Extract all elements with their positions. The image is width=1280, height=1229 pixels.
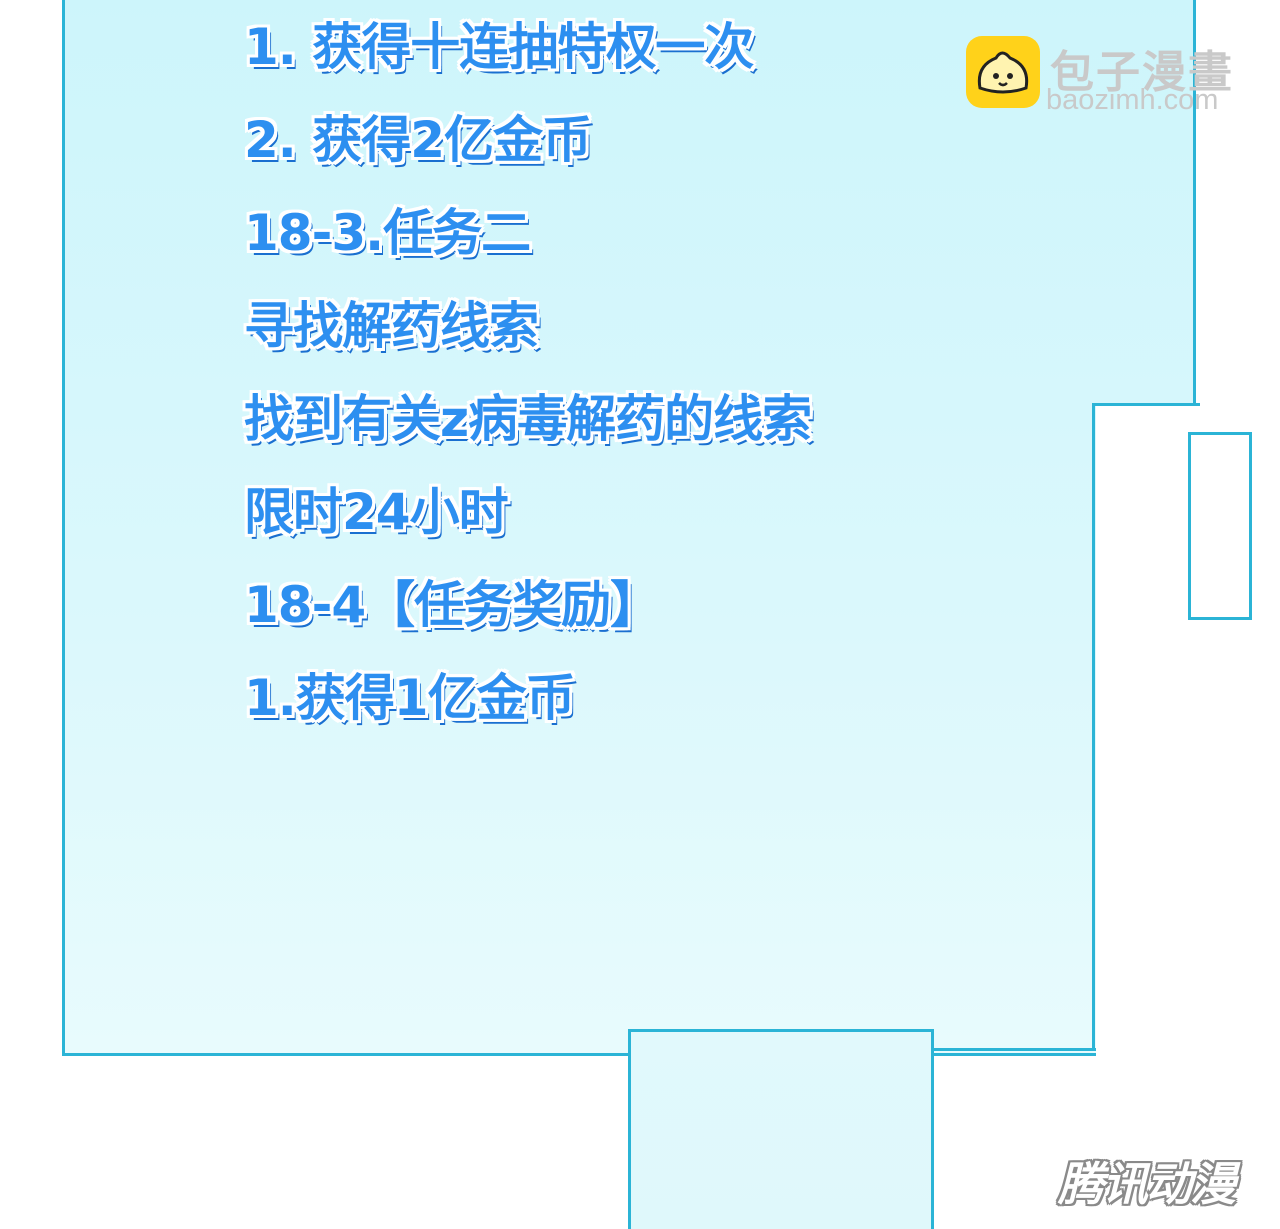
- quest-line: 18-3.任务二: [244, 204, 531, 262]
- side-tab-box: [1188, 432, 1252, 620]
- quest-line: 寻找解药线索: [244, 297, 539, 355]
- quest-line: 1. 获得十连抽特权一次: [244, 18, 754, 76]
- quest-line: 2. 获得2亿金币: [244, 111, 592, 169]
- quest-panel: [62, 0, 1196, 1056]
- watermark-bottom: 腾讯动漫: [1058, 1157, 1236, 1211]
- quest-line: 找到有关z病毒解药的线索: [244, 390, 812, 448]
- watermark-url: baozimh.com: [1046, 84, 1219, 116]
- panel-bottom-edge-right: [930, 1048, 1096, 1051]
- lower-panel: [628, 1029, 934, 1229]
- quest-line: 限时24小时: [244, 483, 509, 541]
- watermark-top: 包子漫畫 baozimh.com: [966, 36, 1256, 116]
- panel-notch-edge-side: [1092, 403, 1095, 1051]
- quest-text-list: 1. 获得十连抽特权一次 2. 获得2亿金币 18-3.任务二 寻找解药线索 找…: [244, 14, 812, 758]
- watermark-title: 包子漫畫: [1050, 47, 1234, 98]
- panel-notch-edge-top: [1094, 403, 1200, 406]
- quest-line: 1.获得1亿金币: [244, 669, 576, 727]
- lower-panel-join: [631, 1050, 931, 1058]
- steamed-bun-icon: [966, 36, 1040, 108]
- quest-line: 18-4【任务奖励】: [244, 576, 660, 634]
